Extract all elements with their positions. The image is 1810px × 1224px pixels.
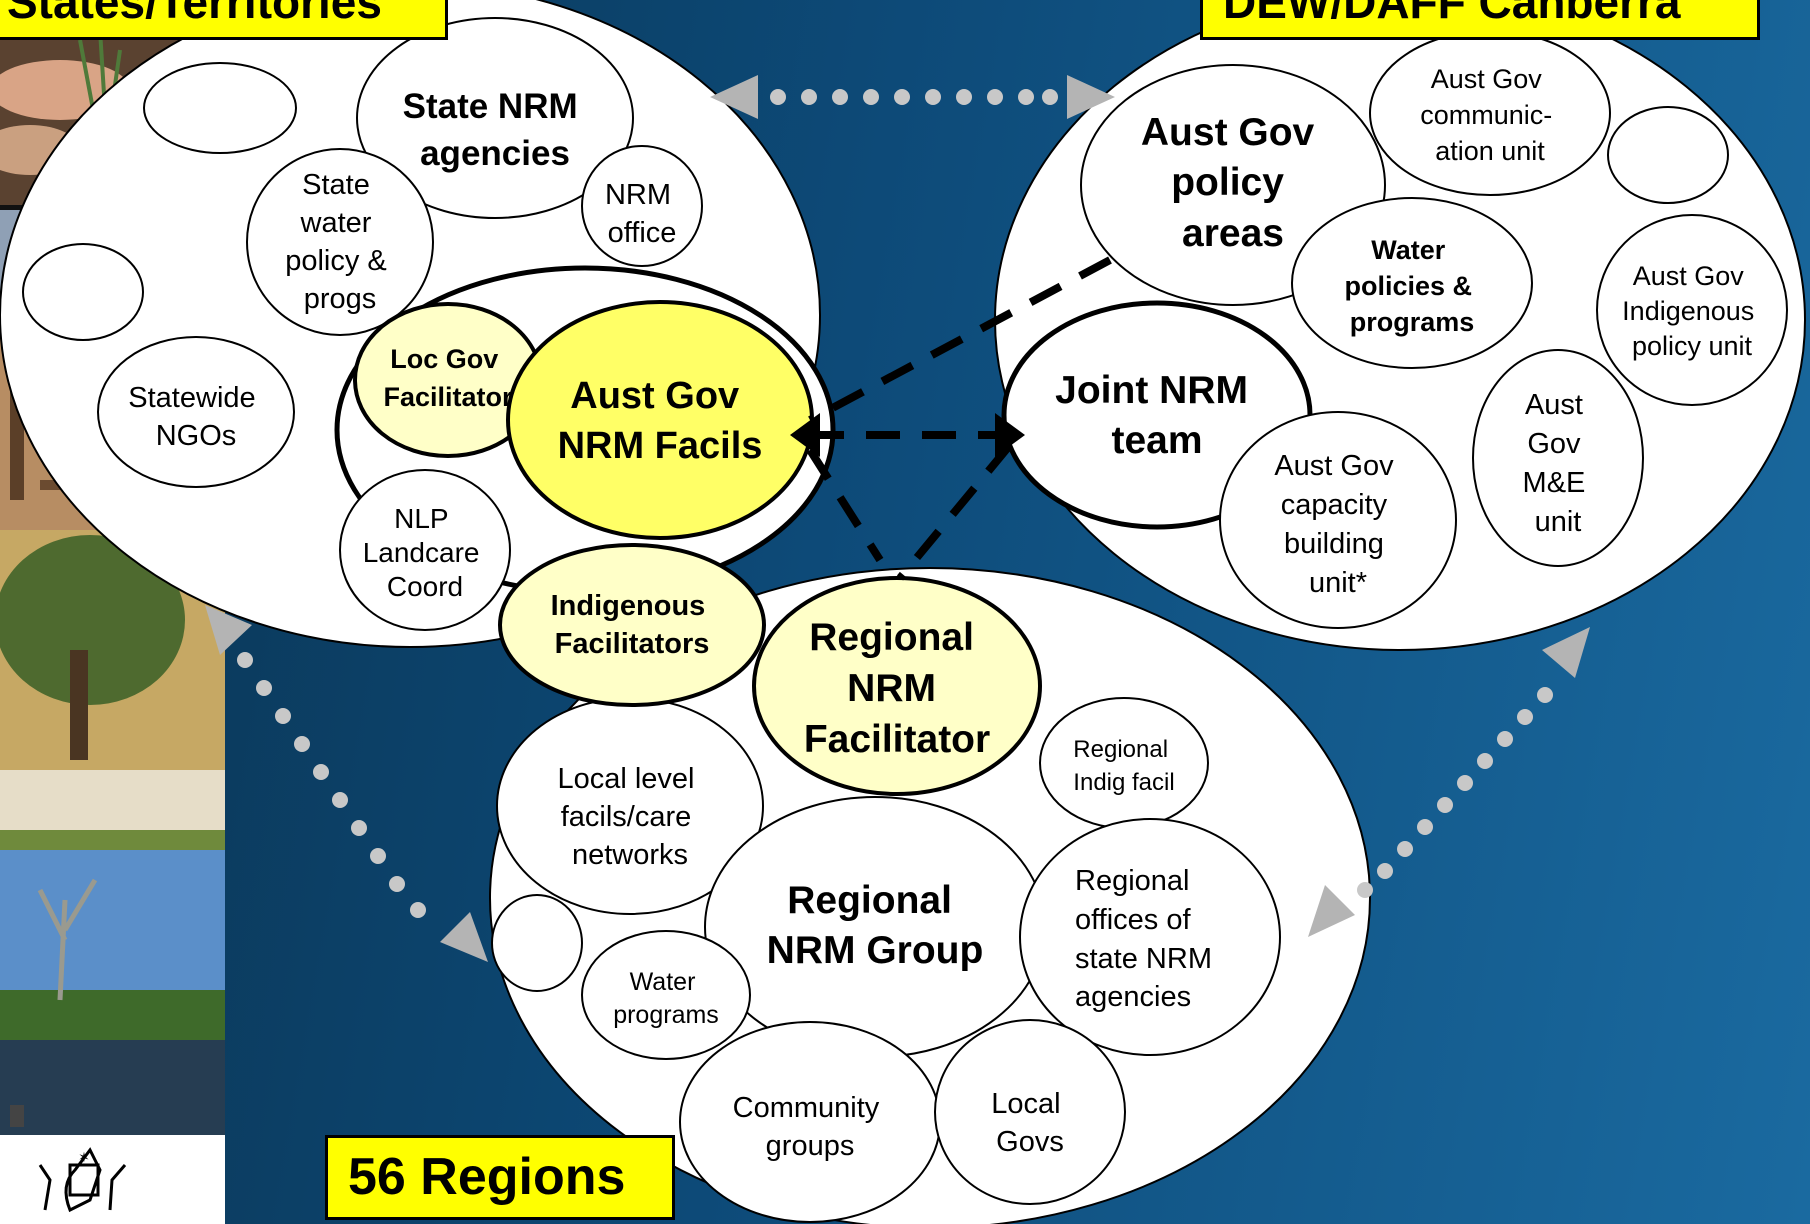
states-territories-badge: States/Territories [0, 0, 448, 40]
regional-nrm-group-bubble [704, 796, 1046, 1058]
nrm-office-bubble [581, 145, 703, 267]
aust-gov-nrm-facils-label: Aust Gov NRM Facils [558, 375, 763, 467]
regional-nrm-facilitator-bubble [752, 576, 1042, 796]
communication-unit-label: Aust Gov communic- ation unit [1420, 64, 1560, 166]
aust-gov-nrm-facils-bubble [506, 300, 814, 540]
state-water-policy-label: State water policy & progs [285, 169, 395, 315]
dashed-connectors [806, 256, 1112, 581]
nlp-landcare-coord-label: NLP Landcare Coord [363, 503, 488, 602]
empty-bubble-states-2 [22, 243, 144, 341]
local-govs-label: Local Govs [991, 1088, 1068, 1158]
me-unit-bubble [1472, 349, 1644, 567]
connector-facils-to-regional [806, 447, 884, 563]
local-level-facils-label: Local level facils/care networks [557, 763, 702, 871]
indigenous-policy-unit-bubble [1596, 214, 1788, 406]
state-nrm-agencies-label: State NRM agencies [403, 87, 588, 173]
regional-indig-facil-bubble [1039, 697, 1209, 829]
water-programs-bubble [581, 930, 751, 1060]
community-groups-label: Community groups [733, 1092, 888, 1162]
statewide-ngos-bubble [97, 336, 295, 488]
arrowhead-team [995, 413, 1025, 457]
regional-offices-label: Regional offices of state NRM agencies [1075, 865, 1220, 1013]
water-programs-label: Water programs [613, 968, 719, 1029]
capacity-building-unit-bubble [1219, 411, 1457, 629]
indigenous-facilitators-bubble [498, 543, 766, 707]
nrm-office-label: NRM office [605, 179, 679, 249]
local-govs-bubble [934, 1019, 1126, 1205]
state-nrm-agencies-bubble [356, 17, 634, 219]
water-policies-bubble [1291, 197, 1533, 369]
regional-nrm-group-label: Regional NRM Group [767, 879, 984, 972]
nlp-landcare-coord-bubble [339, 469, 511, 631]
arrow-states-canberra [710, 75, 1115, 119]
loc-gov-facilitator-label: Loc Gov Facilitator [383, 344, 513, 412]
indigenous-policy-unit-label: Aust Gov Indigenous policy unit [1622, 261, 1762, 361]
connector-team-to-regional [896, 442, 1014, 581]
regional-indig-facil-label: Regional Indig facil [1073, 736, 1174, 796]
connector-policy-to-facils [808, 256, 1112, 424]
arrow-states-regions [205, 605, 488, 962]
australian-coat-of-arms-icon: ✶ [0, 1135, 225, 1224]
photo-river [0, 850, 225, 1135]
indigenous-facilitators-label: Indigenous Facilitators [551, 590, 714, 660]
regions-badge: 56 Regions [325, 1135, 675, 1220]
regional-nrm-facilitator-label: Regional NRM Facilitator [804, 616, 990, 761]
statewide-ngos-label: Statewide NGOs [128, 382, 263, 452]
dew-daff-canberra-text: DEW/DAFF Canberra [1223, 0, 1681, 28]
empty-bubble-states-1 [143, 62, 297, 154]
aust-gov-policy-areas-label: Aust Gov policy areas [1141, 111, 1325, 255]
arrow-canberra-regions [1308, 627, 1590, 937]
dew-daff-canberra-badge: DEW/DAFF Canberra [1200, 0, 1760, 40]
regions-text: 56 Regions [348, 1148, 626, 1206]
capacity-building-unit-label: Aust Gov capacity building unit* [1274, 450, 1401, 599]
svg-text:✶: ✶ [78, 1150, 90, 1166]
states-territories-text: States/Territories [7, 0, 382, 28]
arrowhead-facils [790, 413, 820, 457]
water-policies-label: Water policies & programs [1344, 235, 1479, 337]
empty-bubble-canberra [1607, 106, 1729, 204]
joint-nrm-team-label: Joint NRM team [1055, 369, 1259, 462]
regional-offices-bubble [1019, 818, 1281, 1056]
state-water-policy-bubble [246, 148, 434, 336]
me-unit-label: Aust Gov M&E unit [1523, 389, 1594, 538]
empty-bubble-regions [491, 894, 583, 992]
